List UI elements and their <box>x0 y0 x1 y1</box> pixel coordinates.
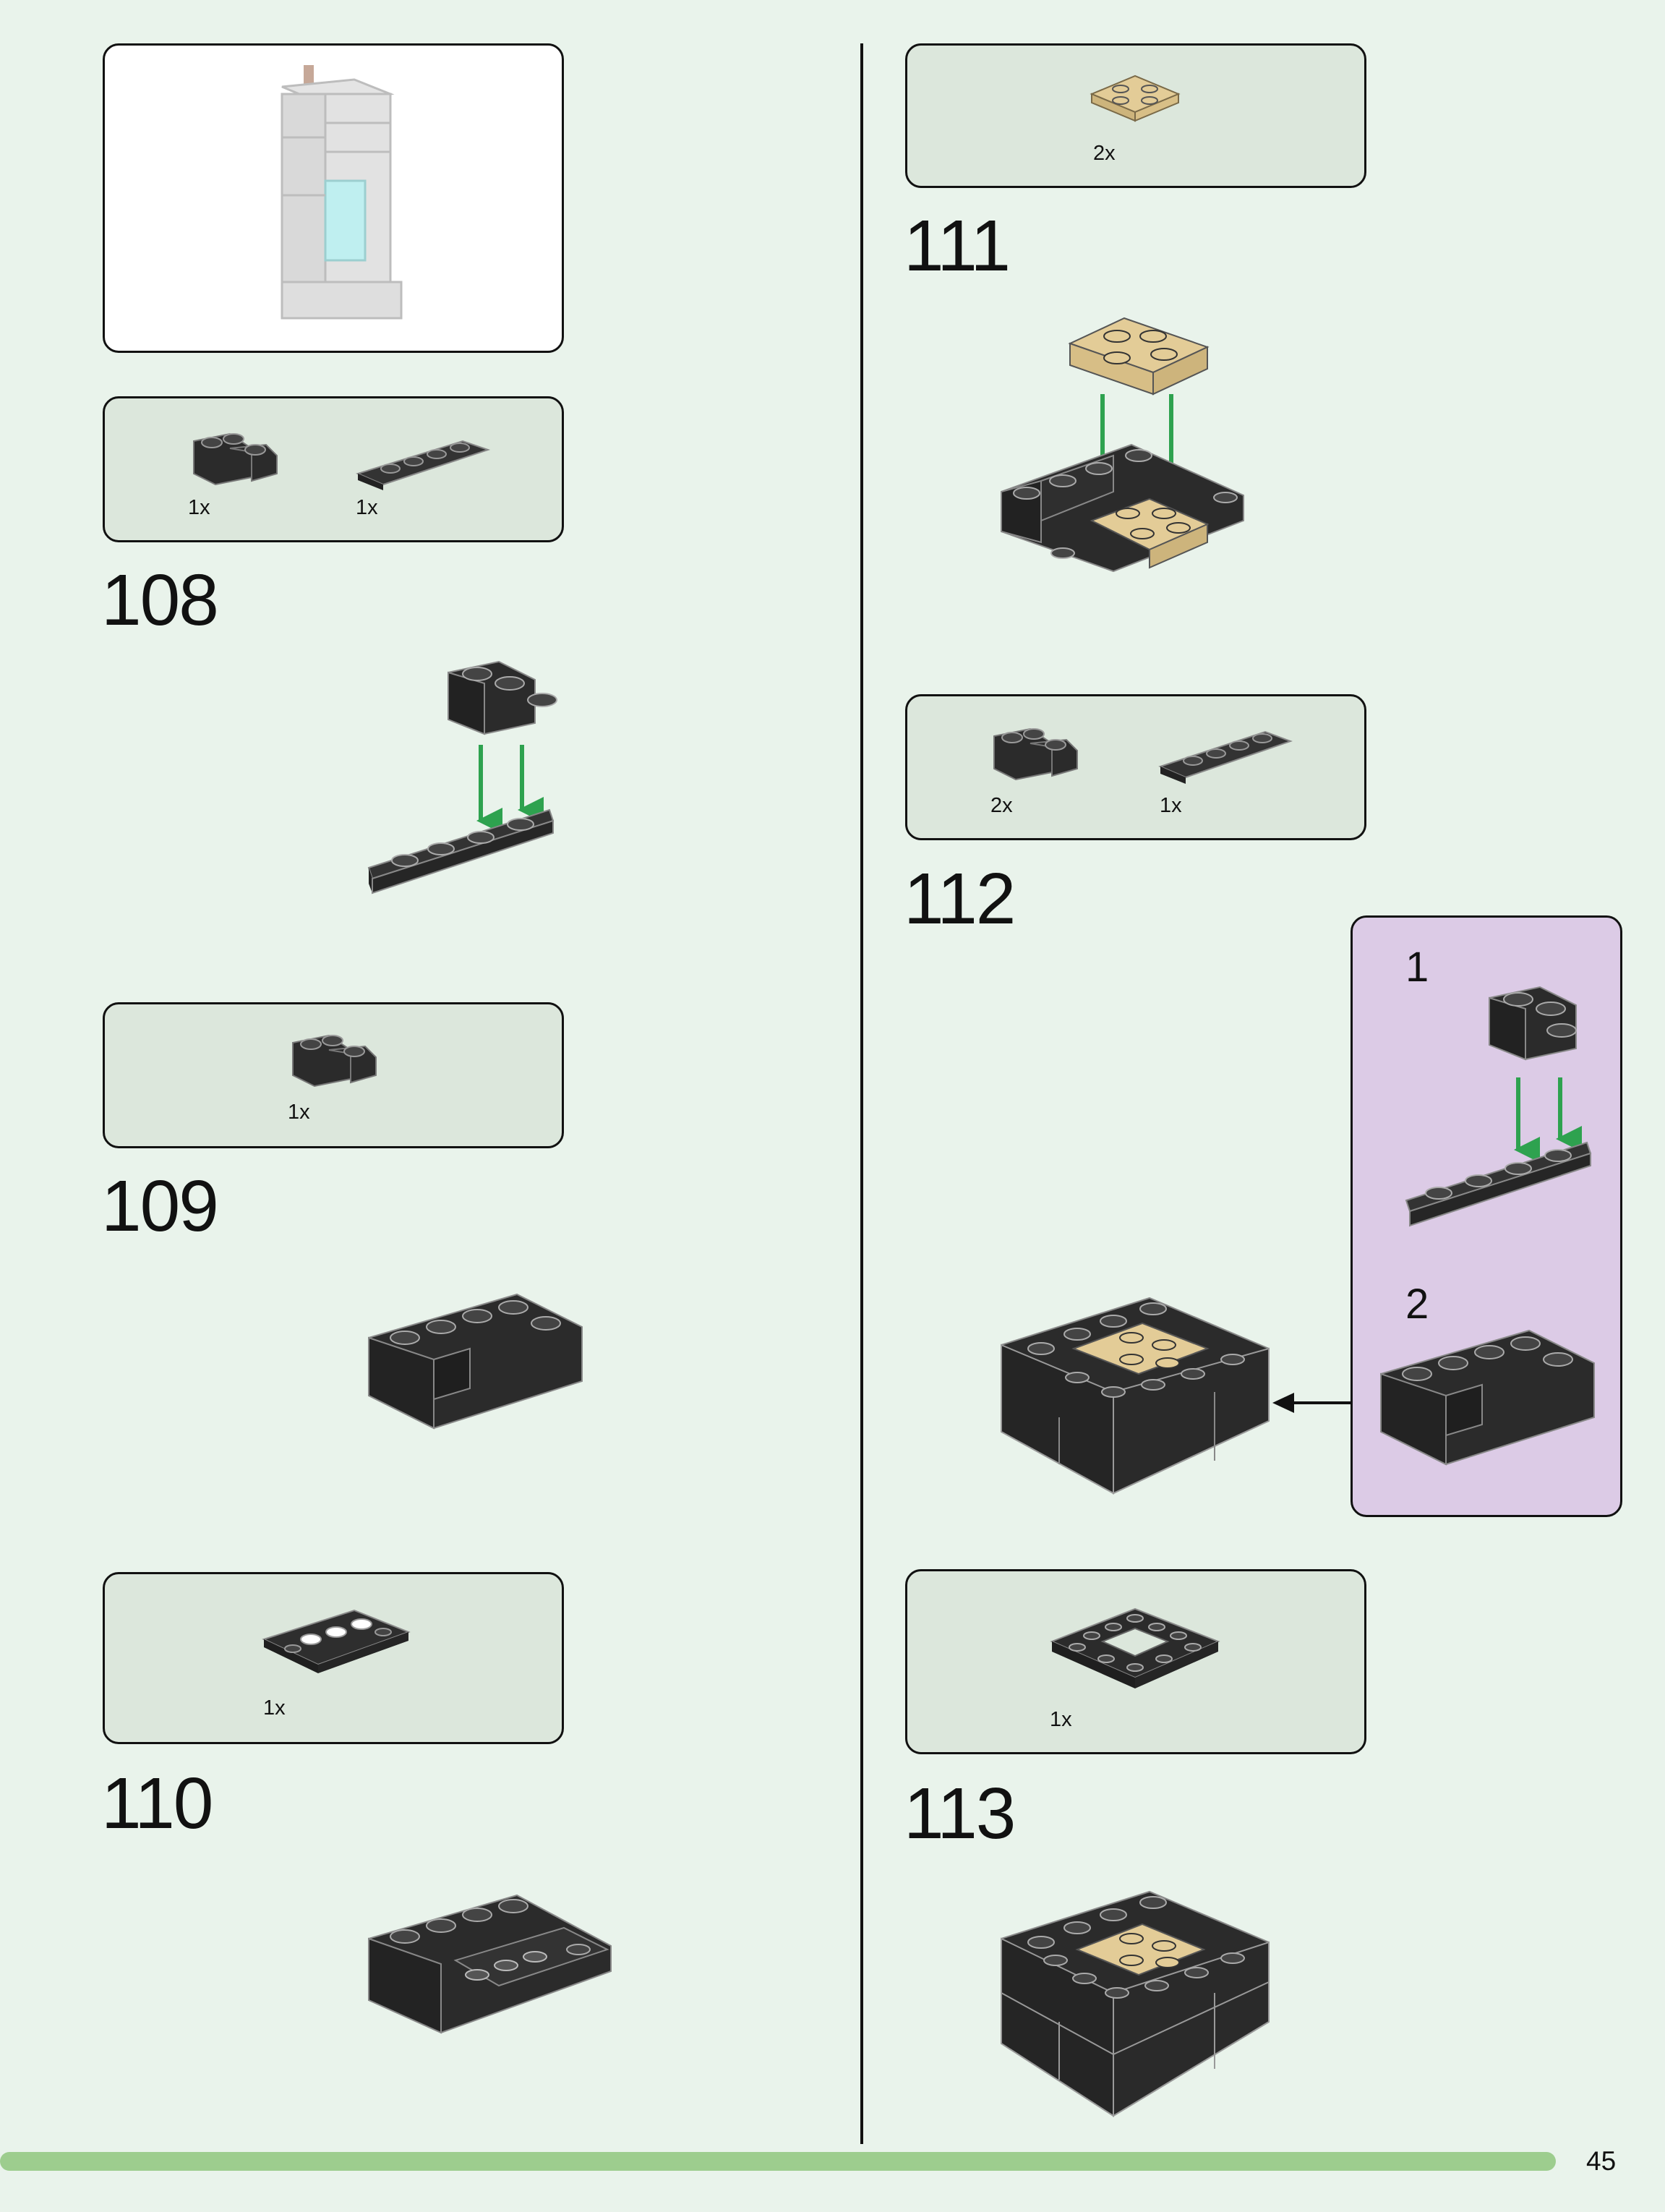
part-qty: 1x <box>263 1696 286 1720</box>
substep-2-assembly <box>1374 1316 1605 1490</box>
step-number: 109 <box>101 1170 218 1242</box>
square-frame-plate-part <box>1048 1598 1222 1699</box>
arrow-left-icon <box>1272 1388 1352 1417</box>
step-number: 110 <box>101 1767 212 1840</box>
substep-1-assembly <box>1403 969 1605 1251</box>
model-preview-image <box>267 65 405 333</box>
plate-with-holes-part <box>260 1600 412 1679</box>
part-qty: 1x <box>288 1101 310 1124</box>
corner-brick-part <box>987 722 1081 787</box>
plate-1x4-part <box>1157 723 1294 788</box>
step-112-assembly <box>998 1284 1272 1500</box>
step-number: 108 <box>101 564 218 636</box>
part-qty: 1x <box>1160 794 1182 818</box>
step-108-parts-box <box>103 396 564 542</box>
step-112-parts-box <box>905 694 1366 840</box>
part-qty: 1x <box>356 496 378 520</box>
step-108-assembly <box>361 644 593 904</box>
step-111-assembly <box>998 304 1251 636</box>
part-qty: 1x <box>188 496 210 520</box>
progress-bar <box>0 2152 1556 2171</box>
part-qty: 1x <box>1050 1708 1072 1732</box>
column-divider <box>860 43 863 2144</box>
corner-brick-part <box>187 427 281 492</box>
step-110-assembly <box>361 1877 615 2051</box>
corner-brick-part <box>286 1028 380 1093</box>
plate-1x4-part <box>354 434 492 492</box>
step-number: 113 <box>904 1777 1014 1850</box>
tan-plate-2x2-part <box>1088 69 1182 127</box>
step-number: 112 <box>904 863 1014 935</box>
part-qty: 2x <box>1093 142 1116 166</box>
step-109-assembly <box>361 1280 593 1446</box>
step-113-assembly <box>998 1877 1272 2116</box>
step-number: 111 <box>904 210 1009 282</box>
page-number: 45 <box>1586 2146 1616 2177</box>
part-qty: 2x <box>990 794 1013 818</box>
